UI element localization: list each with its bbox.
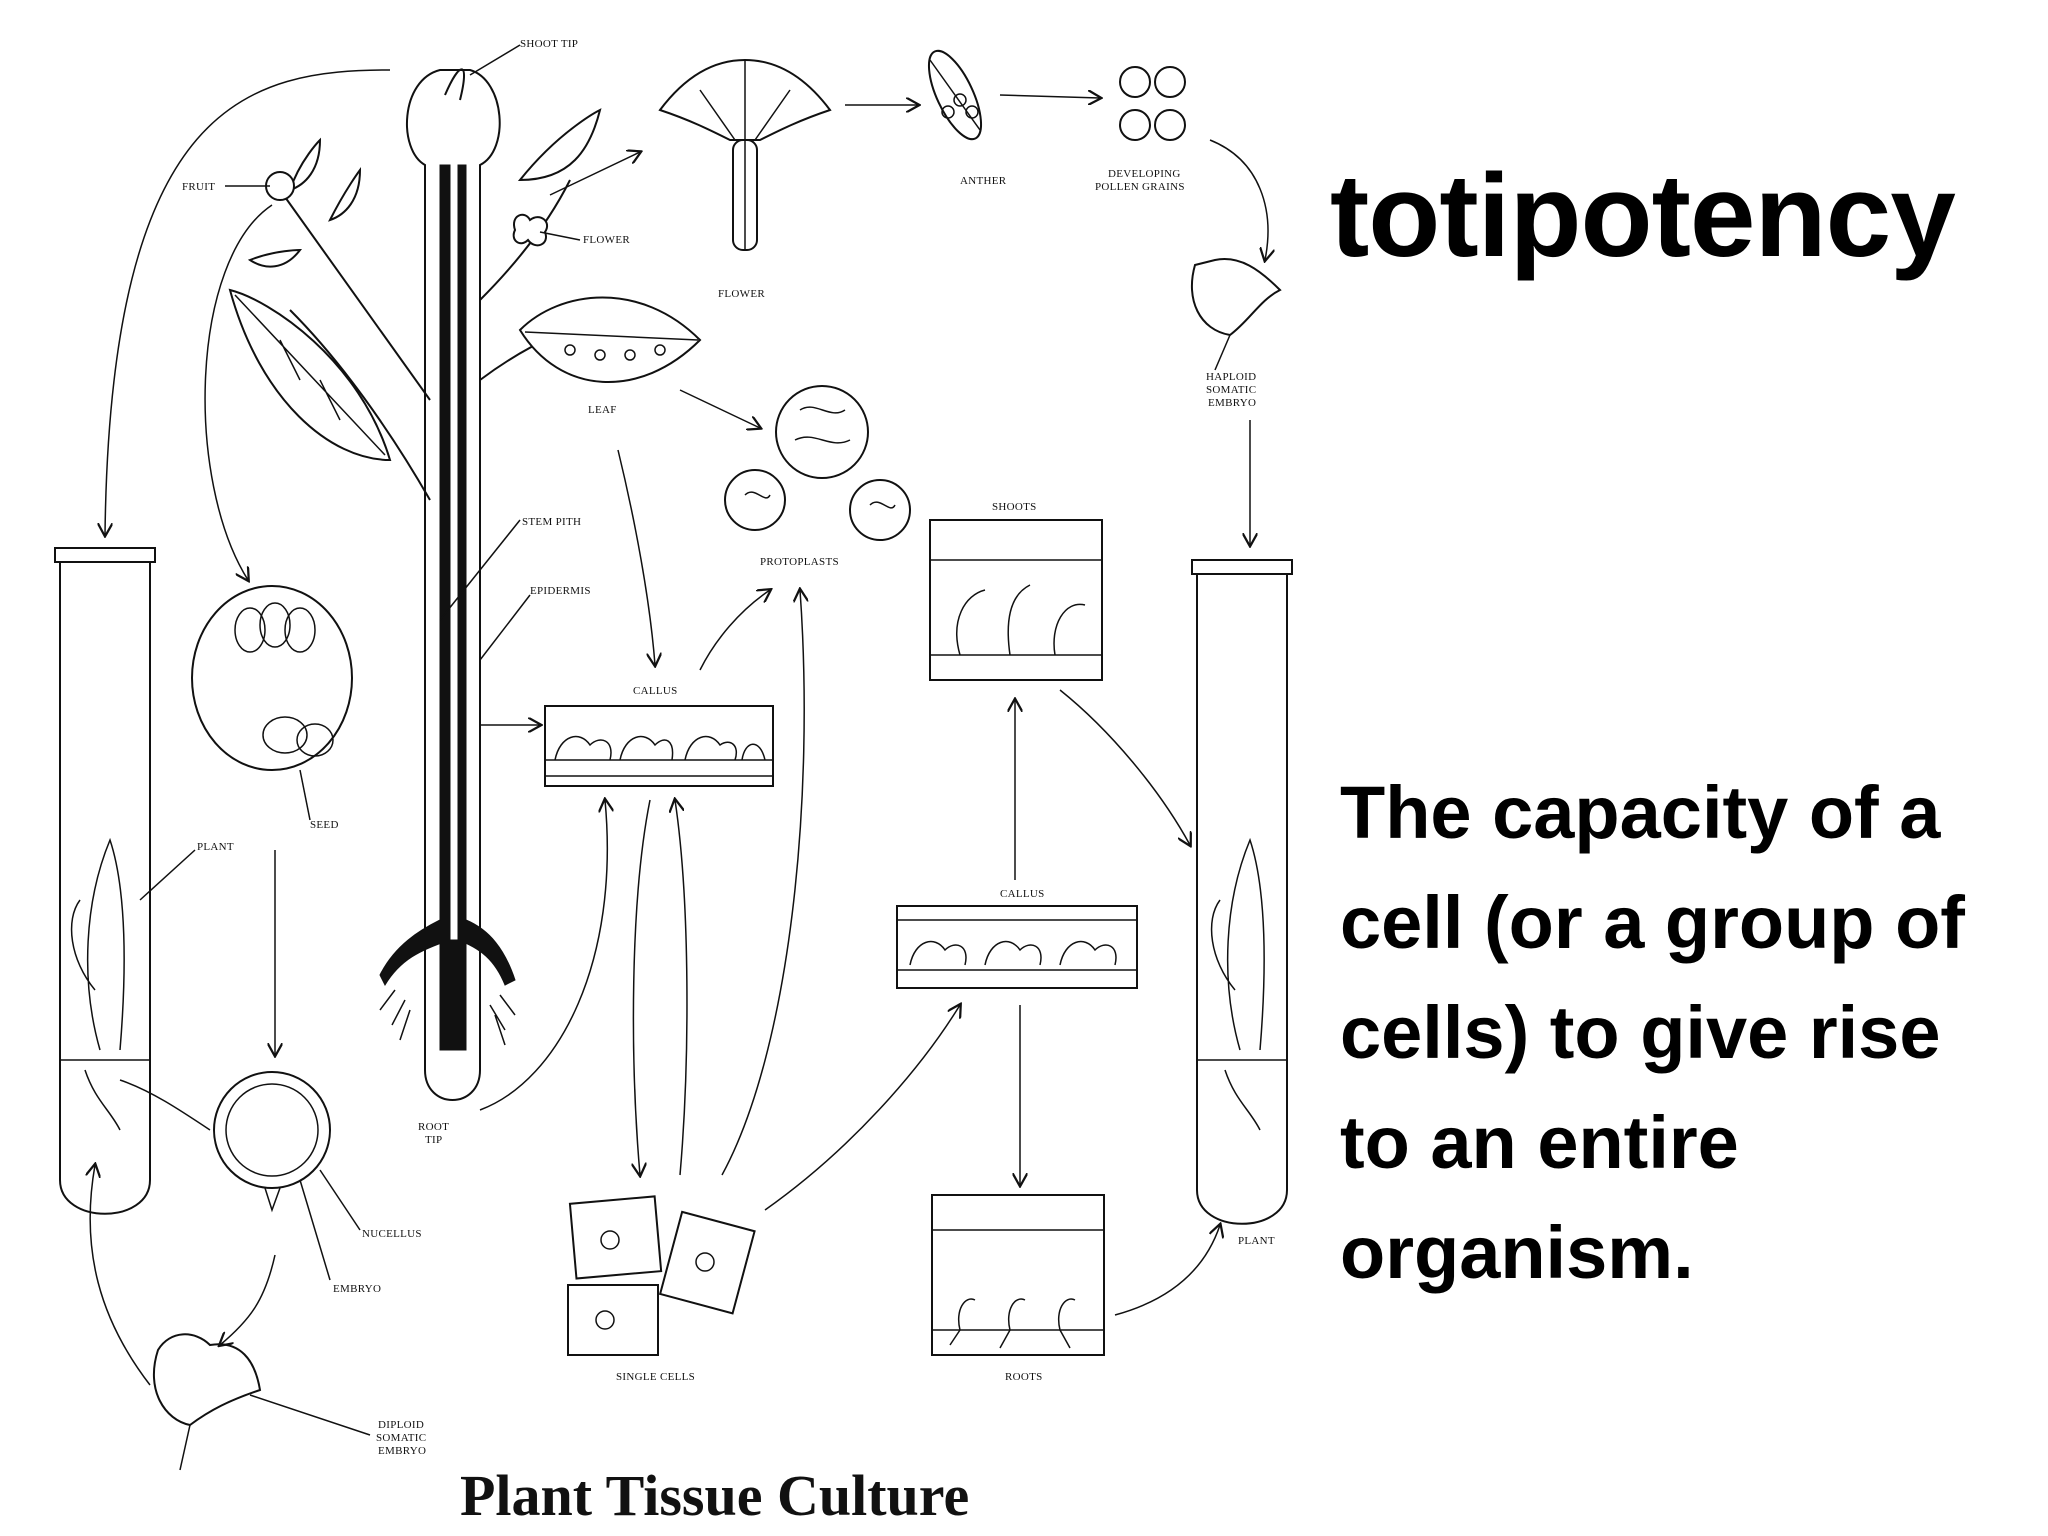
protoplasts-illustration bbox=[724, 385, 911, 541]
diploid-embryo-illustration bbox=[153, 1333, 262, 1471]
test-tube-right bbox=[1191, 559, 1293, 1225]
label-diploid-embryo: EMBRYO bbox=[378, 1445, 426, 1457]
label-anther: ANTHER bbox=[960, 175, 1007, 187]
label-roots: ROOTS bbox=[1005, 1371, 1043, 1383]
label-callus-top: CALLUS bbox=[633, 685, 678, 697]
label-callus-right: CALLUS bbox=[1000, 888, 1045, 900]
label-flower-stem: FLOWER bbox=[583, 234, 630, 246]
flower-illustration bbox=[658, 58, 832, 251]
definition-text: The capacity of a cell (or a group of ce… bbox=[1340, 771, 1965, 1294]
label-fruit: FRUIT bbox=[182, 181, 215, 193]
label-diploid-somatic: SOMATIC bbox=[376, 1432, 426, 1444]
central-plant bbox=[228, 68, 602, 1101]
label-protoplasts: PROTOPLASTS bbox=[760, 556, 839, 568]
label-shoots: SHOOTS bbox=[992, 501, 1037, 513]
label-diploid: DIPLOID bbox=[378, 1419, 424, 1431]
label-single-cells: SINGLE CELLS bbox=[616, 1371, 695, 1383]
label-seed: SEED bbox=[310, 819, 339, 831]
vessel-shoots bbox=[929, 519, 1103, 681]
label-shoot-tip: SHOOT TIP bbox=[520, 38, 578, 50]
haploid-embryo-illustration bbox=[1190, 258, 1282, 371]
label-flower: FLOWER bbox=[718, 288, 765, 300]
label-nucellus: NUCELLUS bbox=[362, 1228, 422, 1240]
vessel-roots bbox=[931, 1194, 1105, 1356]
label-tip: TIP bbox=[425, 1134, 442, 1146]
label-embryo: EMBRYO bbox=[333, 1283, 381, 1295]
plant-tissue-culture-diagram: SHOOT TIP FRUIT FLOWER FLOWER ANTHER DEV… bbox=[54, 38, 1293, 1471]
label-developing: DEVELOPING bbox=[1108, 168, 1181, 180]
vessel-callus-right bbox=[896, 905, 1138, 989]
pollen-grains-illustration bbox=[1119, 66, 1186, 141]
label-stem-pith: STEM PITH bbox=[522, 516, 581, 528]
label-leader-lines bbox=[139, 44, 581, 1436]
label-epidermis: EPIDERMIS bbox=[530, 585, 591, 597]
process-arrows bbox=[90, 69, 1268, 1386]
label-pollen-grains: POLLEN GRAINS bbox=[1095, 181, 1185, 193]
anther-illustration bbox=[927, 49, 983, 141]
label-haploid-somatic: SOMATIC bbox=[1206, 384, 1256, 396]
label-haploid: HAPLOID bbox=[1206, 371, 1256, 383]
label-plant-right: PLANT bbox=[1238, 1235, 1275, 1247]
diagram-caption: Plant Tissue Culture bbox=[460, 1463, 970, 1528]
nucellus-illustration bbox=[213, 1071, 331, 1213]
label-leaf: LEAF bbox=[588, 404, 617, 416]
label-haploid-embryo: EMBRYO bbox=[1208, 397, 1256, 409]
label-root: ROOT bbox=[418, 1121, 449, 1133]
diagram-labels: SHOOT TIP FRUIT FLOWER FLOWER ANTHER DEV… bbox=[182, 38, 1275, 1457]
single-cells-illustration bbox=[567, 1195, 756, 1356]
vessel-callus-top bbox=[544, 705, 774, 787]
label-plant-left: PLANT bbox=[197, 841, 234, 853]
slide-heading: totipotency bbox=[1330, 150, 1956, 282]
seed-illustration bbox=[191, 585, 353, 771]
leaf-section-illustration bbox=[518, 296, 702, 383]
test-tube-left bbox=[54, 547, 156, 1215]
